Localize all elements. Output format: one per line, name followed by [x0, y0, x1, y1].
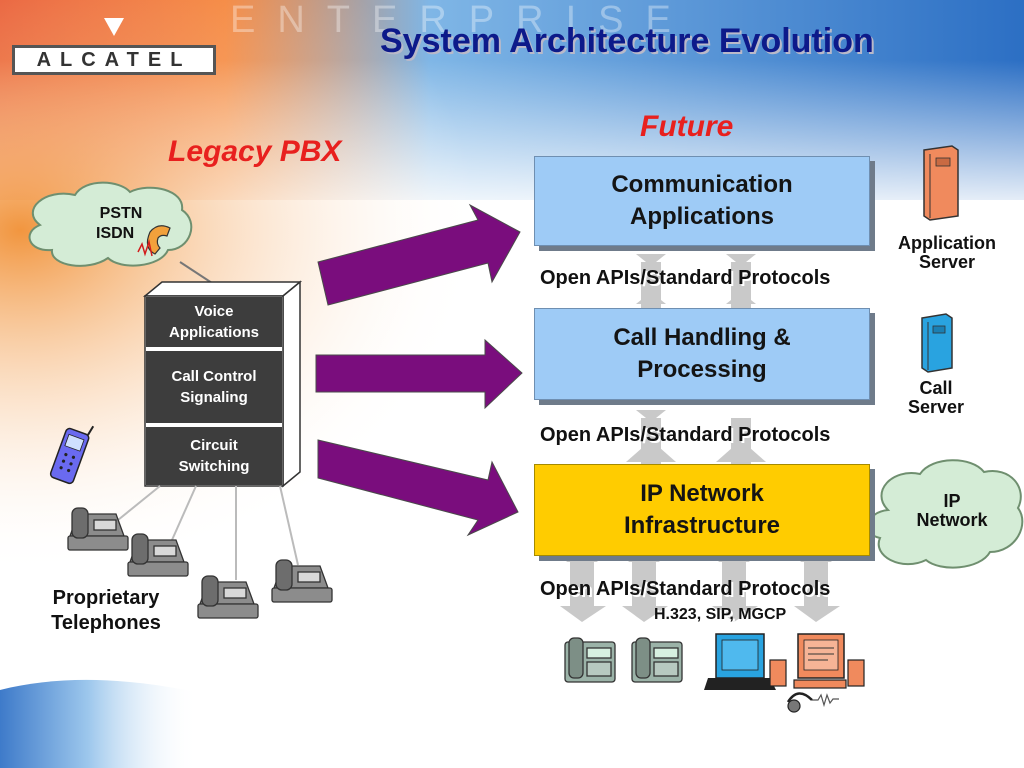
computer-terminal-icon [704, 633, 776, 690]
isdn-line2: ISDN [96, 225, 135, 242]
call-server-line2: Server [907, 397, 965, 417]
application-server-line2: Server [918, 252, 976, 272]
layer-communication-applications-line1: Communication [611, 171, 793, 198]
pstn-label: PSTN ISDN [86, 204, 156, 244]
pbx-call-control-line1: Call Control [171, 368, 257, 385]
ip-network-label: IP Network [900, 492, 1004, 530]
layer-ip-network-line1: IP Network [640, 480, 764, 507]
application-server-icon [923, 145, 959, 221]
application-server-label: Application Server [888, 234, 1006, 272]
telephone-handset-icon [137, 225, 171, 257]
api-label-1: Open APIs/Standard Protocols [540, 267, 831, 289]
desk-phone-icon [67, 507, 333, 619]
call-server-icon [921, 313, 953, 373]
pstn-line1: PSTN [99, 205, 143, 222]
layer-communication-applications: Communication Applications [534, 156, 870, 246]
workstation-icon [769, 633, 865, 689]
layer-connectors [560, 254, 840, 622]
api-label-3: Open APIs/Standard Protocols [540, 578, 831, 600]
pbx-voice-applications: Voice Applications [146, 297, 282, 347]
ip-phone-icon [564, 637, 683, 683]
layer-ip-network: IP Network Infrastructure [534, 464, 870, 556]
call-server-line1: Call [919, 378, 953, 398]
call-server-label: Call Server [896, 379, 976, 417]
migration-arrows [315, 203, 523, 537]
alcatel-logo-text: ALCATEL [36, 48, 192, 71]
mobile-phone-icon [49, 425, 95, 485]
ip-network-line1: IP [943, 491, 961, 511]
pbx-circuit-switching: Circuit Switching [146, 427, 282, 485]
page-title: System Architecture Evolution [380, 22, 874, 60]
phone-connection-lines [117, 485, 299, 580]
headset-icon [786, 692, 839, 713]
arrow-to-applications [317, 203, 521, 306]
ip-network-cloud [866, 459, 1024, 569]
future-heading: Future [640, 110, 734, 143]
pbx-circuit-switching-line1: Circuit [190, 437, 238, 454]
api-label-2: Open APIs/Standard Protocols [540, 424, 831, 446]
pbx-voice-applications-line2: Applications [168, 324, 259, 341]
pbx-voice-applications-line1: Voice [194, 303, 234, 320]
layer-communication-applications-line2: Applications [629, 203, 774, 230]
pbx-call-control: Call Control Signaling [146, 351, 282, 423]
pbx-circuit-switching-line2: Switching [178, 458, 250, 475]
proprietary-telephones-line1: Proprietary [52, 587, 160, 609]
svg-text:ENTERPRISE: ENTERPRISE [230, 0, 693, 41]
proprietary-telephones-line2: Telephones [51, 612, 161, 634]
layer-call-handling-line2: Processing [637, 356, 767, 383]
ip-network-line2: Network [916, 510, 988, 530]
layer-ip-network-line2: Infrastructure [623, 512, 781, 539]
pbx-call-control-line2: Signaling [180, 389, 248, 406]
legacy-heading: Legacy PBX [168, 135, 342, 168]
layer-call-handling-line1: Call Handling & [613, 324, 791, 351]
proprietary-telephones-label: Proprietary Telephones [30, 586, 182, 636]
alcatel-logo-mark [104, 18, 124, 36]
arrow-to-call-handling [315, 338, 523, 410]
arrow-to-ip-network [317, 439, 519, 537]
layer-call-handling: Call Handling & Processing [534, 308, 870, 400]
protocols-label: H.323, SIP, MGCP [654, 606, 787, 623]
alcatel-logo: ALCATEL [12, 45, 216, 75]
application-server-line1: Application [898, 233, 996, 253]
